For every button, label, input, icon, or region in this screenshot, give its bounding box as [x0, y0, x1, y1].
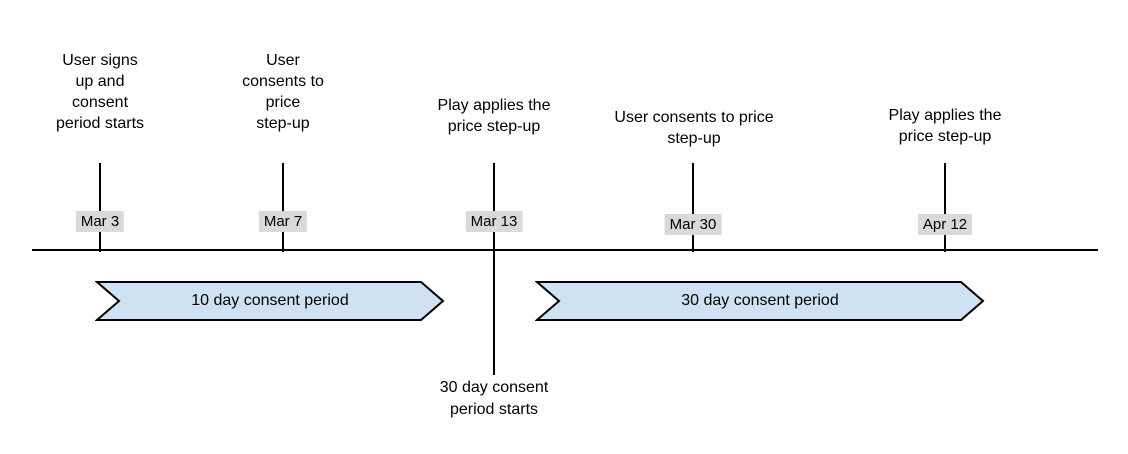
consent-period-arrow-30day: 30 day consent period	[535, 280, 985, 322]
event-title-first-stepup: Play applies the price step-up	[437, 97, 551, 135]
date-badge-mar3: Mar 3	[75, 211, 125, 232]
event-title-first-consent: User consents to price step-up	[242, 52, 324, 132]
event-tick-mar3	[99, 163, 101, 252]
note-30day-period-starts: 30 day consent period starts	[439, 379, 549, 418]
event-title-signup: User signs up and consent period starts	[55, 52, 145, 132]
date-badge-apr12: Apr 12	[917, 214, 973, 235]
timeline-axis	[32, 249, 1098, 251]
period-label-10day: 10 day consent period	[191, 292, 349, 309]
period-arrow-shape	[95, 281, 445, 321]
consent-period-arrow-10day: 10 day consent period	[95, 280, 445, 322]
event-tick-apr12	[944, 163, 946, 252]
event-title-second-stepup: Play applies the price step-up	[888, 107, 1002, 145]
event-tick-mar13-extended	[493, 163, 495, 375]
event-tick-mar30	[692, 163, 694, 252]
period-label-30day: 30 day consent period	[681, 292, 839, 309]
date-badge-mar30: Mar 30	[664, 214, 722, 235]
period-arrow-shape	[535, 281, 985, 321]
event-title-second-consent: User consents to price step-up	[614, 109, 774, 147]
event-tick-mar7	[282, 163, 284, 252]
date-badge-mar13: Mar 13	[465, 211, 523, 232]
date-badge-mar7: Mar 7	[258, 211, 308, 232]
